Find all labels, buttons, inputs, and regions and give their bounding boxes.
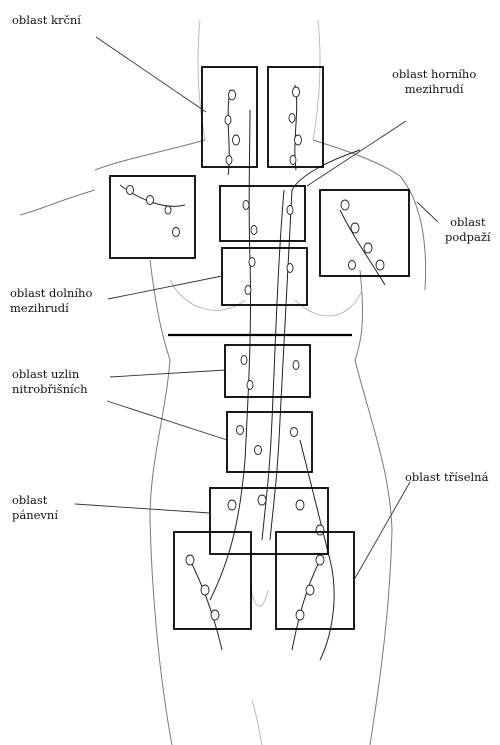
label-axillary: oblast podpaží bbox=[445, 215, 491, 245]
lymph-vessels bbox=[120, 85, 385, 660]
region-boxes bbox=[110, 67, 409, 629]
box-lower-mediastinal bbox=[222, 248, 307, 305]
box-pelvic bbox=[210, 488, 328, 554]
box-axillary-right bbox=[320, 190, 409, 276]
label-cervical: oblast krční bbox=[12, 13, 81, 28]
label-pelvic: oblast pánevní bbox=[12, 493, 58, 523]
label-intra-abdominal: oblast uzlin nitrobřišních bbox=[12, 367, 88, 397]
label-inguinal: oblast tříselná bbox=[405, 470, 488, 485]
box-abdominal-upper bbox=[225, 345, 310, 397]
label-upper-mediastinal: oblast horního mezihrudí bbox=[392, 67, 476, 97]
box-axillary-left bbox=[110, 176, 195, 258]
box-inguinal-right bbox=[276, 532, 354, 629]
box-cervical-right bbox=[268, 67, 323, 167]
label-lower-mediastinal: oblast dolního mezihrudí bbox=[10, 286, 92, 316]
